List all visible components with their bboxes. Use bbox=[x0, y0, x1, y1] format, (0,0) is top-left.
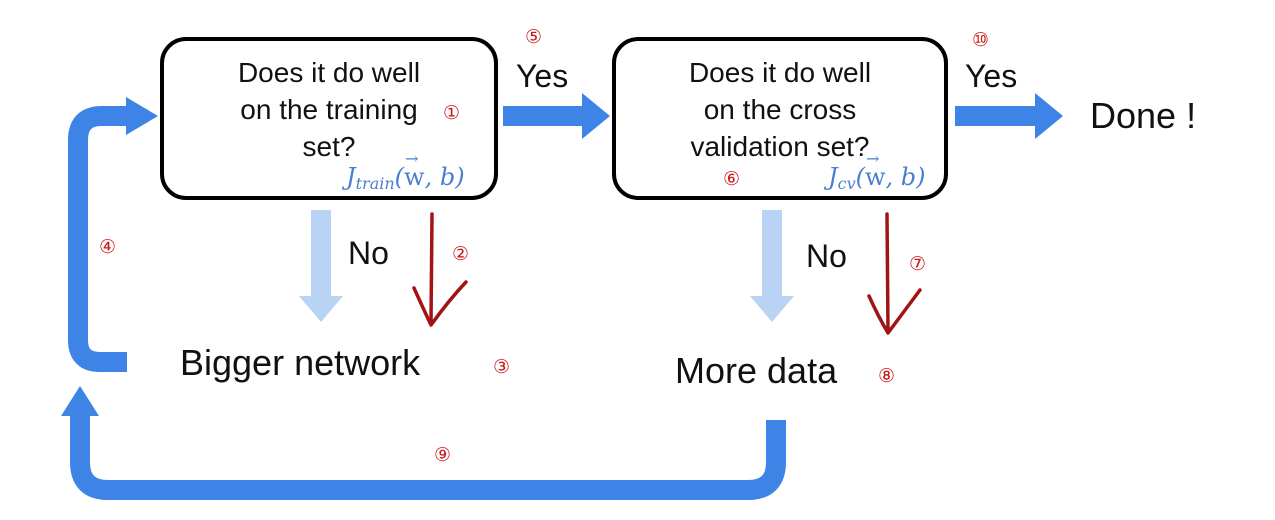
step-marker-6: ⑥ bbox=[723, 168, 741, 190]
yes-arrow-2 bbox=[955, 93, 1063, 139]
loop-arrow-4 bbox=[68, 106, 128, 372]
bigger-network-label: Bigger network bbox=[180, 342, 421, 383]
step-marker-8: ⑧ bbox=[878, 365, 896, 387]
no-arrow-1 bbox=[299, 210, 343, 322]
box-cv-line-3: validation set? bbox=[690, 131, 870, 162]
no-arrow-2 bbox=[750, 210, 794, 322]
yes-label-1: Yes bbox=[516, 58, 569, 94]
more-data-label: More data bbox=[675, 350, 838, 391]
loop-arrow-9-head bbox=[61, 386, 99, 416]
decision-box-cv: Does it do well on the cross validation … bbox=[612, 37, 948, 200]
step-marker-3: ③ bbox=[493, 356, 511, 378]
step-marker-9: ⑨ bbox=[434, 444, 452, 466]
cost-cv-formula: Jcv(w, b) bbox=[828, 149, 926, 193]
no-label-1: No bbox=[348, 235, 389, 271]
yes-label-2: Yes bbox=[965, 58, 1018, 94]
step-marker-7: ⑦ bbox=[909, 253, 927, 275]
no-label-2: No bbox=[806, 238, 847, 274]
step-marker-5: ⑤ bbox=[525, 26, 543, 48]
step-marker-1: ① bbox=[443, 102, 461, 124]
red-arrow-1 bbox=[412, 212, 468, 327]
box-training-line-1: Does it do well bbox=[237, 57, 421, 88]
box-cv-line-1: Does it do well bbox=[688, 57, 872, 88]
box-cv-line-2: on the cross bbox=[703, 94, 857, 125]
decision-box-training: Does it do well on the training set? Jtr… bbox=[160, 37, 498, 200]
step-marker-2: ② bbox=[452, 243, 470, 265]
loop-arrow-4-head bbox=[126, 97, 158, 135]
cost-train-formula: Jtrain(w, b) bbox=[346, 149, 465, 193]
step-marker-4: ④ bbox=[99, 236, 117, 258]
box-training-line-3: set? bbox=[302, 131, 356, 162]
box-training-line-2: on the training bbox=[240, 94, 418, 125]
done-label: Done ! bbox=[1090, 95, 1197, 136]
red-arrow-2 bbox=[867, 212, 922, 335]
step-marker-10: ⑩ bbox=[972, 29, 990, 51]
loop-arrow-9 bbox=[70, 414, 786, 500]
yes-arrow-1 bbox=[503, 93, 610, 139]
